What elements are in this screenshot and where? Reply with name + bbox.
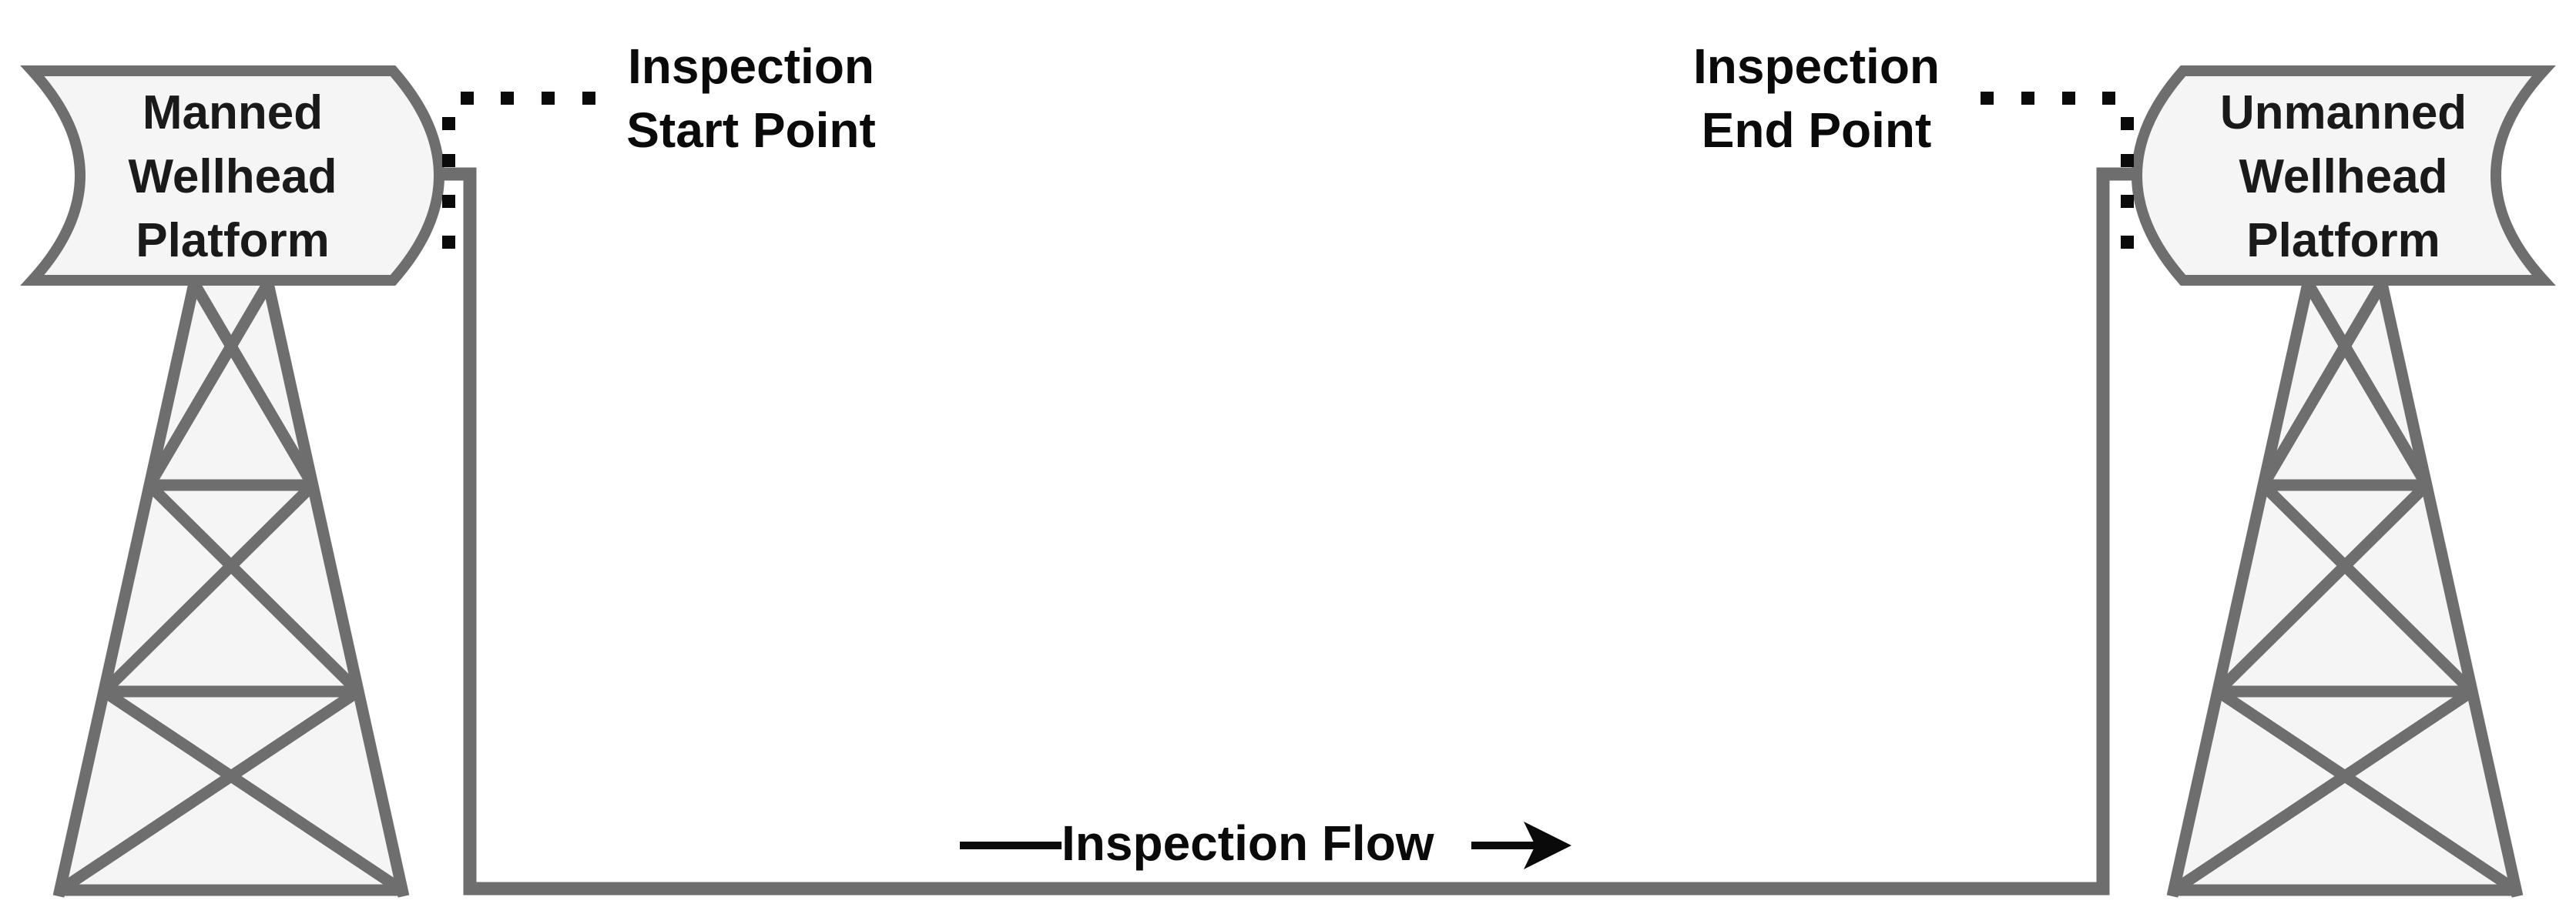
left-tower-body	[59, 283, 404, 896]
manned-platform-shape: Manned Wellhead Platform	[20, 65, 444, 286]
manned-platform-label-line-1: Manned	[143, 86, 323, 139]
dot	[582, 92, 595, 105]
inspection-start-line-1: Inspection	[628, 38, 874, 94]
inspection-start-line-2: Start Point	[626, 102, 876, 158]
left-tower-brace	[100, 686, 406, 896]
dot	[2121, 154, 2134, 167]
dot	[1981, 92, 1994, 105]
right-tower-body	[2172, 283, 2517, 896]
right-tower-icon	[2166, 280, 2524, 898]
left-tower-brace	[144, 280, 273, 488]
right-tower-brace	[2213, 480, 2431, 696]
left-tower-brace	[99, 480, 317, 696]
start-dotted-connector	[442, 92, 595, 249]
end-dotted-connector	[1981, 92, 2134, 249]
dot	[2121, 117, 2134, 130]
right-tower-brace	[2303, 280, 2432, 488]
inspection-flow-annotation: Inspection Flow	[960, 815, 1571, 871]
unmanned-platform-label-line-2: Wellhead	[2239, 150, 2447, 203]
right-arrow-icon	[1524, 822, 1571, 869]
dot	[2102, 92, 2115, 105]
left-tower-brace	[145, 480, 363, 696]
inspection-flow-label: Inspection Flow	[1062, 815, 1434, 871]
right-tower-brace	[2259, 480, 2477, 696]
dot	[442, 195, 455, 208]
dot	[461, 92, 474, 105]
left-tower-leg-right	[262, 282, 410, 898]
dot	[442, 236, 455, 249]
inspection-end-line-1: Inspection	[1693, 38, 1940, 94]
unmanned-platform-outline	[2132, 65, 2556, 286]
manned-platform-label-line-3: Platform	[136, 214, 329, 267]
dot	[2121, 195, 2134, 208]
manned-platform-label-line-2: Wellhead	[128, 150, 337, 203]
dot	[2062, 92, 2075, 105]
unmanned-platform-label-line-1: Unmanned	[2220, 86, 2467, 139]
dot	[442, 154, 455, 167]
left-tower-brace	[56, 686, 362, 896]
manned-platform-outline	[20, 65, 444, 286]
dot	[542, 92, 555, 105]
pipeline-path	[428, 167, 2151, 896]
unmanned-platform-label-line-3: Platform	[2246, 214, 2440, 267]
inspection-end-line-2: End Point	[1702, 102, 1932, 158]
inspection-end-label: Inspection End Point	[1693, 38, 1940, 158]
right-tower-brace	[2258, 280, 2387, 488]
dot	[2121, 236, 2134, 249]
right-tower-leg-right	[2376, 282, 2524, 898]
right-tower-leg-left	[2166, 282, 2314, 898]
right-tower-brace	[2214, 686, 2520, 896]
inspection-start-label: Inspection Start Point	[626, 38, 876, 158]
unmanned-platform-shape: Unmanned Wellhead Platform	[2132, 65, 2556, 286]
dot	[442, 117, 455, 130]
left-tower-leg-left	[52, 282, 200, 898]
dot	[2021, 92, 2034, 105]
right-tower-brace	[2170, 686, 2476, 896]
dot	[501, 92, 514, 105]
left-tower-brace	[189, 280, 318, 488]
left-tower-icon	[52, 280, 410, 898]
